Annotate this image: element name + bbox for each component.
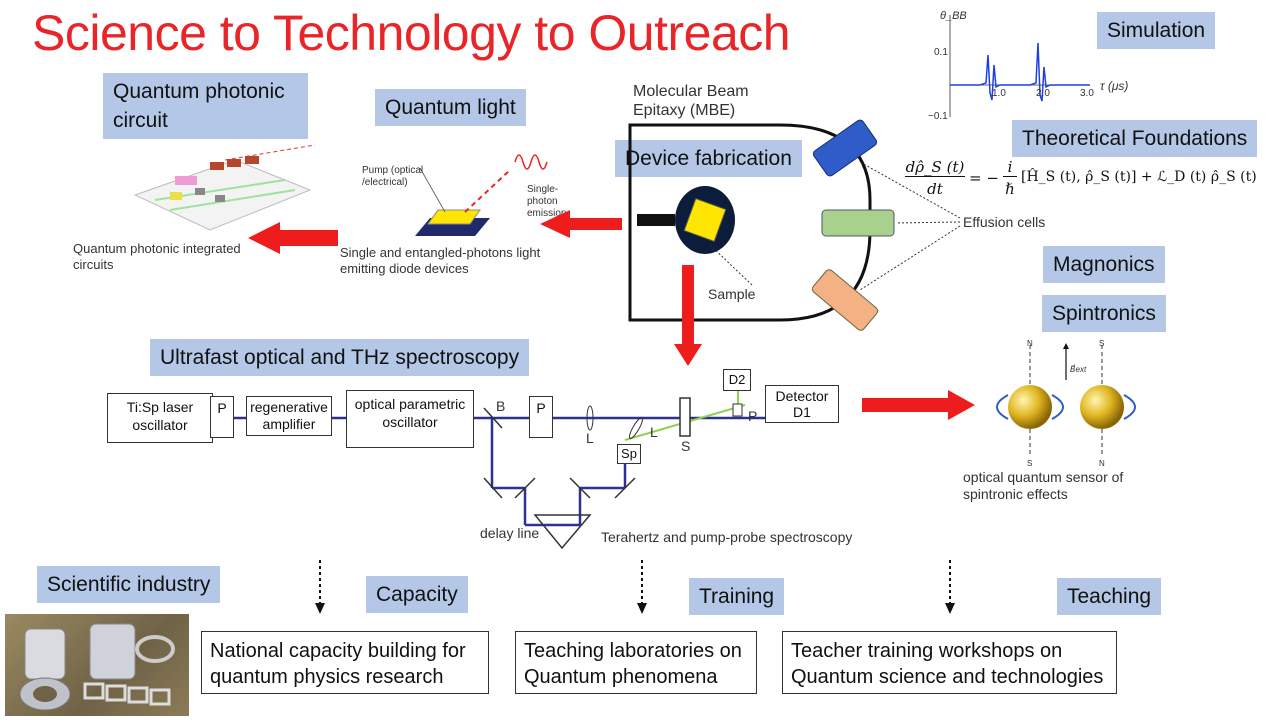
sample-wafer (683, 197, 727, 243)
tag-quantum-photonic-circuit: Quantum photonic circuit (103, 73, 308, 139)
arrow-to-quantum-light (540, 210, 622, 238)
spin-sphere-left (1008, 385, 1052, 429)
right-north-label: N (1099, 459, 1105, 468)
eq-commutator: [Ĥ_S (t), ρ̂_S (t)] + ℒ_D (t) ρ̂_S (t) (1021, 169, 1257, 185)
tag-capacity: Capacity (366, 576, 468, 613)
sample-holder-arm (637, 214, 675, 226)
caption-sensor: optical quantum sensor of spintronic eff… (963, 469, 1124, 502)
sample-s-label: S (681, 438, 691, 454)
sim-ytick-bottom: −0.1 (928, 111, 948, 122)
tag-training: Training (689, 578, 785, 615)
tag-device-fabrication: Device fabrication (615, 140, 802, 177)
polarizer-2-box: P (529, 396, 553, 438)
arrow-to-spectroscopy (674, 265, 702, 366)
detector-d1-box: Detector D1 (765, 385, 839, 423)
bext-label: B⃗ext (1070, 365, 1087, 374)
eq-lhs-den: dt (927, 180, 943, 198)
caption-thz: Terahertz and pump-probe spectroscopy (601, 529, 853, 545)
simulation-series (950, 42, 1090, 102)
eq-coef-den: ℏ (1005, 180, 1015, 198)
caption-delay-line: delay line (480, 525, 540, 541)
eq-lhs-num: dρ̂_S (t) (905, 158, 965, 177)
arrow-to-photonic-circuit (248, 222, 338, 254)
laser-oscillator-box: Ti:Sp laser oscillator (107, 393, 213, 443)
scientific-industry-photo (5, 614, 189, 716)
caption-mbe: Molecular Beam Epitaxy (MBE) (633, 83, 749, 119)
spectrometer-box: Sp (617, 444, 641, 464)
tag-simulation: Simulation (1097, 12, 1216, 49)
lens-1-label: L (586, 430, 594, 446)
detector-d2-box: D2 (723, 369, 751, 391)
training-box: Teaching laboratories on Quantum phenome… (515, 631, 757, 694)
page-title: Science to Technology to Outreach (32, 5, 791, 61)
polarizer-1-box: P (210, 396, 234, 438)
right-south-label: S (1099, 339, 1105, 348)
delay-line-prism (533, 514, 592, 550)
led-device-figure (415, 154, 548, 236)
beamsplitter-label: B (496, 398, 506, 414)
caption-led-devices: Single and entangled-photons light emitt… (340, 245, 541, 276)
effusion-cell-orange (811, 269, 879, 331)
regen-amplifier-box: regenerative amplifier (246, 396, 332, 436)
eq-coef-num: i (1003, 158, 1017, 177)
tag-theoretical-foundations: Theoretical Foundations (1012, 120, 1258, 157)
sim-ylabel: θ_BB (940, 10, 967, 22)
master-equation: dρ̂_S (t) dt = − i ℏ [Ĥ_S (t), ρ̂_S (t)]… (905, 158, 1275, 203)
arrow-to-sensor (862, 390, 975, 420)
parts-drawing (19, 623, 175, 711)
eq-equals: = − (969, 169, 999, 187)
opo-box: optical parametric oscillator (346, 390, 474, 448)
tag-magnonics: Magnonics (1043, 246, 1165, 283)
sim-xlabel: τ (μs) (1100, 79, 1129, 93)
caption-pump: Pump (optical /electrical) (362, 165, 424, 188)
effusion-cell-green (821, 209, 895, 237)
tag-scientific-industry: Scientific industry (37, 566, 221, 603)
caption-single-photon: Single-photon emission (527, 184, 567, 219)
teaching-box: Teacher training workshops on Quantum sc… (782, 631, 1117, 694)
sim-xtick-1: 1.0 (992, 88, 1006, 99)
tag-quantum-light: Quantum light (375, 89, 526, 126)
simulation-plot (949, 15, 1090, 117)
caption-photonic-integrated: Quantum photonic integrated circuits (73, 241, 241, 272)
left-north-label: N (1027, 339, 1033, 348)
spin-sensor-figure (996, 343, 1136, 455)
sim-xtick-3: 3.0 (1080, 88, 1094, 99)
caption-effusion: Effusion cells (963, 214, 1046, 230)
lens-2-label: L (650, 424, 658, 440)
spin-sphere-right (1080, 385, 1124, 429)
sim-ytick-top: 0.1 (934, 47, 948, 58)
polarizer-3-label: P (748, 408, 758, 424)
caption-sample: Sample (708, 286, 756, 302)
photonic-circuit-figure (133, 144, 316, 231)
effusion-cell-blue (812, 119, 878, 177)
tag-teaching: Teaching (1057, 578, 1162, 615)
left-south-label: S (1027, 459, 1033, 468)
tag-spintronics: Spintronics (1042, 295, 1166, 332)
tag-ultrafast: Ultrafast optical and THz spectroscopy (150, 339, 530, 376)
sim-xtick-2: 2.0 (1036, 88, 1050, 99)
capacity-box: National capacity building for quantum p… (201, 631, 489, 694)
